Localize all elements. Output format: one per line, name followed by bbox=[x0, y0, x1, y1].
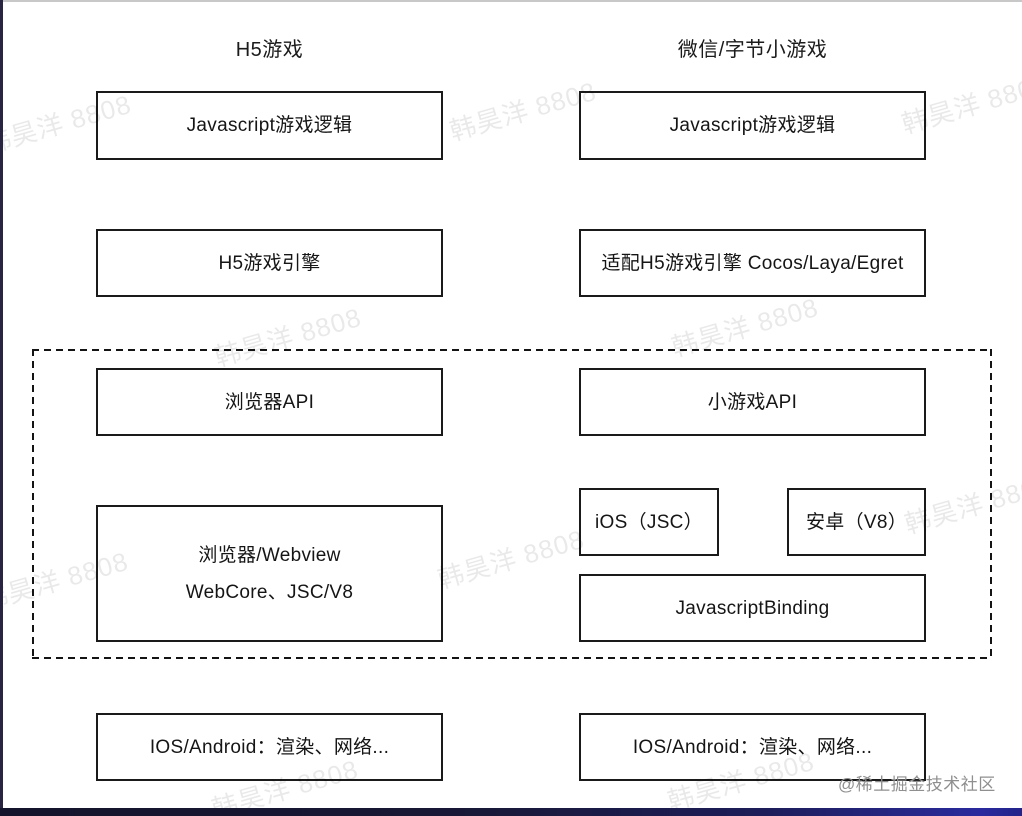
dashed-runtime-boundary bbox=[32, 349, 992, 659]
box-label: 安卓（V8） bbox=[805, 511, 908, 533]
box-label: JavascriptBinding bbox=[675, 597, 830, 619]
bottom-navy-band bbox=[0, 808, 1022, 816]
box-label: H5游戏引擎 bbox=[218, 252, 321, 274]
box-mini-engine: 适配H5游戏引擎 Cocos/Laya/Egret bbox=[579, 229, 926, 297]
box-h5-browser-api: 浏览器API bbox=[96, 368, 443, 436]
box-h5-engine: H5游戏引擎 bbox=[96, 229, 443, 297]
column-title-h5: H5游戏 bbox=[235, 38, 304, 61]
box-mini-os-layer: IOS/Android：渲染、网络... bbox=[579, 713, 926, 781]
top-edge-line bbox=[0, 0, 1022, 2]
box-h5-js-logic: Javascript游戏逻辑 bbox=[96, 91, 443, 160]
box-label: iOS（JSC） bbox=[595, 511, 703, 533]
box-mini-js-binding: JavascriptBinding bbox=[579, 574, 926, 642]
watermark-text: 韩昊洋 8808 bbox=[446, 75, 600, 147]
box-h5-os-layer: IOS/Android：渲染、网络... bbox=[96, 713, 443, 781]
box-label: 浏览器API bbox=[224, 391, 315, 413]
box-label: IOS/Android：渲染、网络... bbox=[632, 736, 873, 758]
box-h5-webview: 浏览器/Webview WebCore、JSC/V8 bbox=[96, 505, 443, 642]
box-label: Javascript游戏逻辑 bbox=[186, 115, 353, 136]
box-label: IOS/Android：渲染、网络... bbox=[149, 736, 390, 758]
box-mini-android-v8: 安卓（V8） bbox=[787, 488, 926, 556]
box-mini-api: 小游戏API bbox=[579, 368, 926, 436]
box-mini-ios-jsc: iOS（JSC） bbox=[579, 488, 719, 556]
box-label-line1: 浏览器/Webview bbox=[198, 544, 341, 566]
box-label: Javascript游戏逻辑 bbox=[669, 115, 836, 136]
box-label: 适配H5游戏引擎 Cocos/Laya/Egret bbox=[601, 252, 904, 274]
box-label: 小游戏API bbox=[707, 391, 798, 413]
left-edge-strip bbox=[0, 0, 3, 816]
box-mini-js-logic: Javascript游戏逻辑 bbox=[579, 91, 926, 160]
column-title-minigame: 微信/字节小游戏 bbox=[677, 38, 828, 61]
box-label-line2: WebCore、JSC/V8 bbox=[185, 581, 354, 603]
